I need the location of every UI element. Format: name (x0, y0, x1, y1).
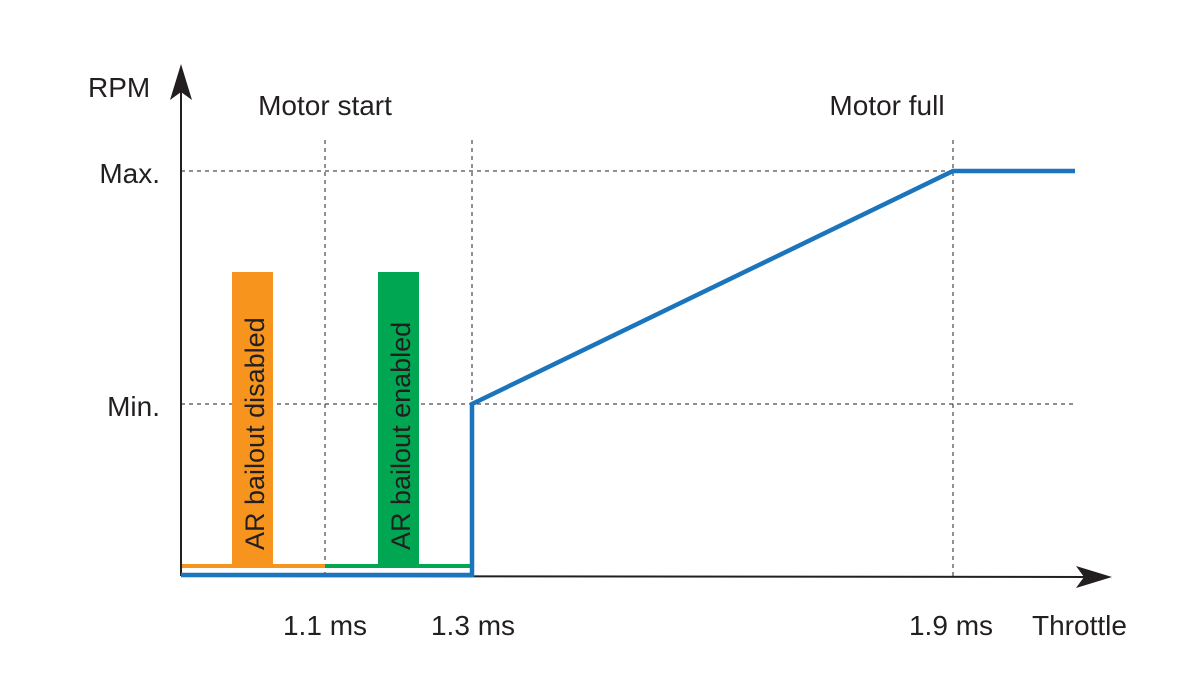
series-rpm-curve (181, 168, 1075, 578)
y-axis-arrow-icon (170, 64, 192, 100)
y-tick-min: Min. (107, 391, 160, 422)
annotation-motor-full: Motor full (829, 90, 944, 121)
bar-label-disabled: AR bailout disabled (240, 317, 270, 550)
x-tick-1.9ms: 1.9 ms (909, 610, 993, 641)
y-tick-max: Max. (99, 158, 160, 189)
x-axis-arrow-icon (1076, 566, 1112, 588)
annotation-motor-start: Motor start (258, 90, 392, 121)
x-axis-label: Throttle (1032, 610, 1127, 641)
y-axis-label: RPM (88, 72, 150, 103)
bar-ar-bailout-disabled (232, 272, 273, 566)
x-tick-1.3ms: 1.3 ms (431, 610, 515, 641)
bar-ar-bailout-enabled (378, 272, 419, 566)
bar-label-enabled: AR bailout enabled (386, 322, 416, 550)
x-tick-1.1ms: 1.1 ms (283, 610, 367, 641)
